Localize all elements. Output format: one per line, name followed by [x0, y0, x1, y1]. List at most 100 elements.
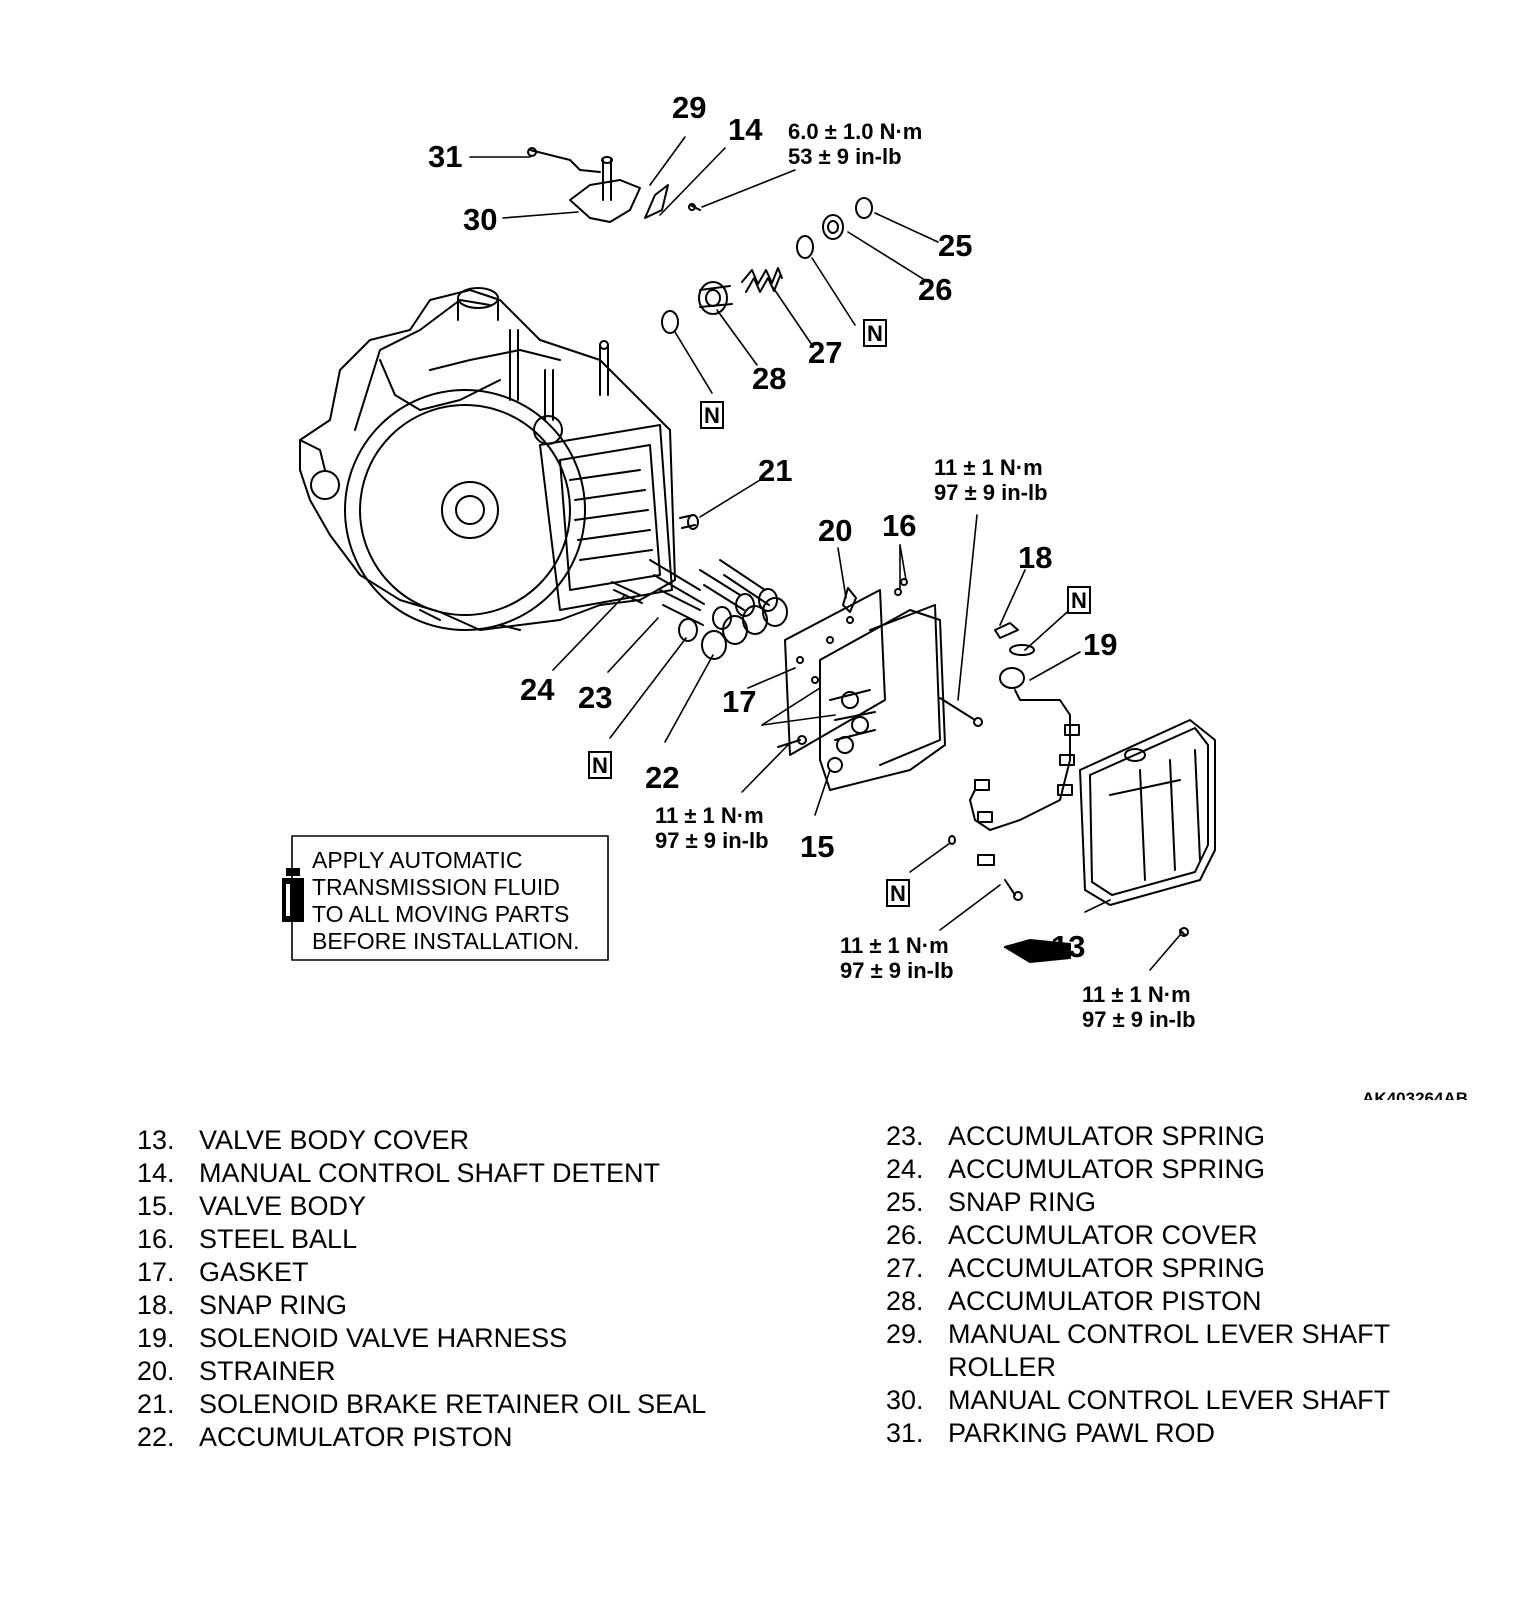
- legend-item-number: 29.: [886, 1319, 924, 1349]
- legend-item-text: VALVE BODY COVER: [199, 1125, 470, 1155]
- legend-item-number: 21.: [137, 1389, 175, 1419]
- legend-item: 18. SNAP RING: [137, 1289, 706, 1322]
- upper-accumulator-parts: [661, 197, 873, 334]
- note-line-4: BEFORE INSTALLATION.: [312, 928, 580, 954]
- legend-item-number: 20.: [137, 1356, 175, 1386]
- torque-top-line2: 53 ± 9 in-lb: [788, 144, 902, 169]
- callout-25: 25: [938, 228, 972, 263]
- callout-21: 21: [758, 453, 792, 488]
- legend-item-text: ACCUMULATOR COVER: [948, 1220, 1258, 1250]
- n-marker-5: N: [886, 879, 910, 907]
- legend-item-number: 18.: [137, 1290, 175, 1320]
- legend-item-text: PARKING PAWL ROD: [948, 1418, 1216, 1448]
- callout-18: 18: [1018, 540, 1052, 575]
- torque-specs: 6.0 ± 1.0 N·m 53 ± 9 in-lb 11 ± 1 N·m 97…: [655, 119, 1196, 1032]
- legend-item-number: 16.: [137, 1224, 175, 1254]
- legend-item-text: GASKET: [199, 1257, 309, 1287]
- legend-item-text: SNAP RING: [948, 1187, 1097, 1217]
- legend-item-number: 14.: [137, 1158, 175, 1188]
- legend-left-list: 13. VALVE BODY COVER 14. MANUAL CONTROL SHA…: [137, 1124, 706, 1454]
- legend-item-text: ACCUMULATOR PISTON: [199, 1422, 513, 1452]
- callout-16: 16: [882, 508, 916, 543]
- legend-item-text: STRAINER: [199, 1356, 336, 1386]
- note-line-2: TRANSMISSION FLUID: [312, 874, 560, 900]
- legend-item-text: STEEL BALL: [199, 1224, 358, 1254]
- legend-item-text: SOLENOID BRAKE RETAINER OIL SEAL: [199, 1389, 707, 1419]
- callout-19: 19: [1083, 627, 1117, 662]
- torque-low-line2: 97 ± 9 in-lb: [840, 958, 954, 983]
- legend-item-number: 25.: [886, 1187, 924, 1217]
- valve-body-assembly: [777, 578, 983, 791]
- legend-item: 22. ACCUMULATOR PISTON: [137, 1421, 706, 1454]
- torque-upper-right-line2: 97 ± 9 in-lb: [934, 480, 1048, 505]
- legend-item-number: 28.: [886, 1286, 924, 1316]
- callout-29: 29: [672, 90, 706, 125]
- legend-item-number: 24.: [886, 1154, 924, 1184]
- callout-20: 20: [818, 513, 852, 548]
- legend-item-text: VALVE BODY: [199, 1191, 367, 1221]
- legend-item-text: SNAP RING: [199, 1290, 348, 1320]
- svg-text:N: N: [592, 753, 608, 778]
- torque-bottom-right-line2: 97 ± 9 in-lb: [1082, 1007, 1196, 1032]
- torque-bottom-right-line1: 11 ± 1 N·m: [1082, 982, 1191, 1007]
- svg-text:N: N: [867, 321, 883, 346]
- legend-item-number: 23.: [886, 1121, 924, 1151]
- callout-13: 13: [1051, 929, 1085, 964]
- legend-item: 16. STEEL BALL: [137, 1223, 706, 1256]
- legend-item-text: SOLENOID VALVE HARNESS: [199, 1323, 568, 1353]
- legend-item: 26. ACCUMULATOR COVER: [886, 1219, 1390, 1252]
- callout-23: 23: [578, 680, 612, 715]
- note-line-1: APPLY AUTOMATIC: [312, 847, 522, 873]
- torque-low-line1: 11 ± 1 N·m: [840, 933, 949, 958]
- n-marker-4: N: [588, 751, 612, 779]
- legend-item-number: 22.: [137, 1422, 175, 1452]
- legend-item: 19. SOLENOID VALVE HARNESS: [137, 1322, 706, 1355]
- legend-item-text: ACCUMULATOR SPRING: [948, 1154, 1266, 1184]
- legend-item: 31. PARKING PAWL ROD: [886, 1417, 1390, 1450]
- n-marker-2: N: [700, 401, 724, 429]
- n-marker-3: N: [1067, 586, 1091, 614]
- legend-item: 14. MANUAL CONTROL SHAFT DETENT: [137, 1157, 706, 1190]
- callout-24: 24: [520, 672, 555, 707]
- torque-mid-line1: 11 ± 1 N·m: [655, 803, 764, 828]
- legend-item-number: 17.: [137, 1257, 175, 1287]
- svg-text:N: N: [890, 881, 906, 906]
- legend-left: 13. VALVE BODY COVER 14. MANUAL CONTROL SHA…: [137, 1124, 706, 1454]
- fluid-bottle-icon: [282, 868, 304, 922]
- callout-22: 22: [645, 760, 679, 795]
- legend-item: 17. GASKET: [137, 1256, 706, 1289]
- legend-item-text: ACCUMULATOR PISTON: [948, 1286, 1262, 1316]
- legend-item-number: 31.: [886, 1418, 924, 1448]
- legend-item-number: 26.: [886, 1220, 924, 1250]
- legend-item-number: 27.: [886, 1253, 924, 1283]
- legend-item-text: MANUAL CONTROL LEVER SHAFT ROLLER: [948, 1319, 1391, 1382]
- manual-control-lever-assembly: [527, 147, 701, 223]
- torque-top-line1: 6.0 ± 1.0 N·m: [788, 119, 922, 144]
- callout-28: 28: [752, 361, 786, 396]
- legend-item: 23.ACCUMULATOR SPRING: [886, 1120, 1390, 1153]
- legend-item-number: 15.: [137, 1191, 175, 1221]
- torque-upper-right-line1: 11 ± 1 N·m: [934, 455, 1043, 480]
- transmission-case: [299, 287, 676, 631]
- leader-lines: [469, 136, 1181, 971]
- callout-31: 31: [428, 139, 462, 174]
- legend-item-text: MANUAL CONTROL SHAFT DETENT: [199, 1158, 661, 1188]
- torque-mid-line2: 97 ± 9 in-lb: [655, 828, 769, 853]
- installation-note: APPLY AUTOMATIC TRANSMISSION FLUID TO AL…: [312, 847, 580, 954]
- svg-text:N: N: [1071, 588, 1087, 613]
- callout-14: 14: [728, 112, 763, 147]
- legend-item-number: 13.: [137, 1125, 175, 1155]
- solenoid-harness: [948, 622, 1080, 901]
- legend-item: 21. SOLENOID BRAKE RETAINER OIL SEAL: [137, 1388, 706, 1421]
- legend-item: 20. STRAINER: [137, 1355, 706, 1388]
- legend-item: 30. MANUAL CONTROL LEVER SHAFT: [886, 1384, 1390, 1417]
- legend-item-number: 30.: [886, 1385, 924, 1415]
- legend-item-number: 19.: [137, 1323, 175, 1353]
- n-markers: N N N N N: [588, 319, 1091, 907]
- figure-id: AK403264AB: [1362, 1089, 1468, 1100]
- svg-text:N: N: [704, 403, 720, 428]
- legend-item-text: MANUAL CONTROL LEVER SHAFT: [948, 1385, 1391, 1415]
